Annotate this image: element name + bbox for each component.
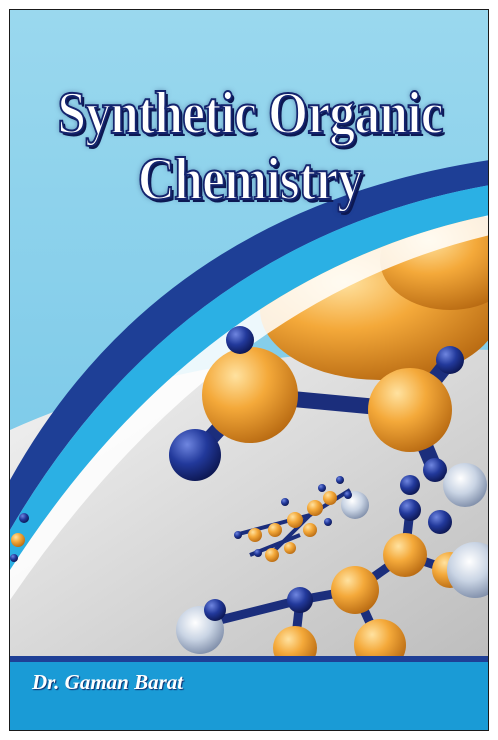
author-band — [10, 656, 488, 730]
book-title: Synthetic Organic Chemistry — [44, 79, 457, 213]
title-line-1: Synthetic Organic — [56, 79, 444, 147]
author-name: Dr. Gaman Barat — [32, 670, 184, 694]
title-line-2: Chemistry — [137, 145, 364, 213]
molecule-illustration — [10, 10, 488, 730]
book-cover: Synthetic Organic Chemistry Dr. Gaman Ba… — [9, 9, 489, 731]
